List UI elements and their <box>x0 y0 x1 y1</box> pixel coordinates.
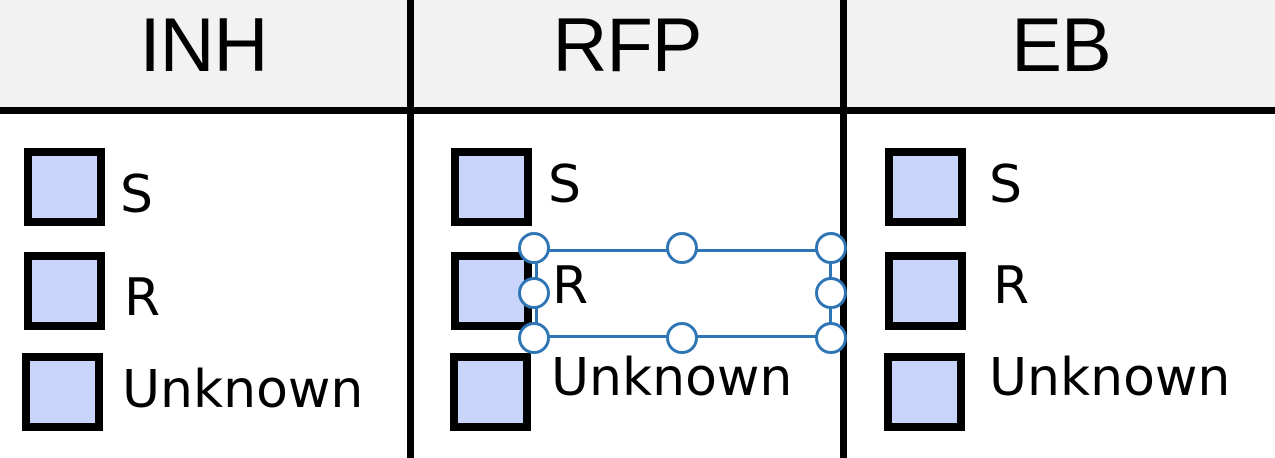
option-label-eb-unknown: Unknown <box>989 348 1231 408</box>
option-label-inh-r: R <box>124 268 161 328</box>
column-divider <box>407 0 414 458</box>
checkbox-eb-r[interactable] <box>885 252 966 330</box>
column-title-inh: INH <box>139 3 269 88</box>
checkbox-rfp-s[interactable] <box>451 148 532 226</box>
column-divider <box>840 0 847 458</box>
resize-handle-bottom-left[interactable] <box>518 322 550 354</box>
column-title-eb: EB <box>1011 3 1111 88</box>
resize-handle-bottom[interactable] <box>666 322 698 354</box>
option-label-rfp-s: S <box>548 155 582 215</box>
option-label-eb-s: S <box>989 155 1023 215</box>
resize-handle-top-right[interactable] <box>815 232 847 264</box>
option-label-rfp-unknown: Unknown <box>551 348 793 408</box>
option-label-inh-unknown: Unknown <box>122 360 364 420</box>
checkbox-inh-s[interactable] <box>24 148 105 226</box>
option-label-rfp-r: R <box>552 256 589 316</box>
resize-handle-right[interactable] <box>815 277 847 309</box>
resize-handle-top-left[interactable] <box>518 232 550 264</box>
checkbox-rfp-unknown[interactable] <box>450 353 531 431</box>
option-label-inh-s: S <box>120 165 154 225</box>
checkbox-eb-unknown[interactable] <box>884 353 965 431</box>
option-label-eb-r: R <box>993 256 1030 316</box>
checkbox-inh-unknown[interactable] <box>22 353 103 431</box>
resize-handle-bottom-right[interactable] <box>815 322 847 354</box>
header-row <box>0 0 1275 114</box>
checkbox-inh-r[interactable] <box>24 252 105 330</box>
resize-handle-top[interactable] <box>666 232 698 264</box>
resize-handle-left[interactable] <box>518 277 550 309</box>
column-title-rfp: RFP <box>552 3 703 88</box>
checkbox-eb-s[interactable] <box>885 148 966 226</box>
